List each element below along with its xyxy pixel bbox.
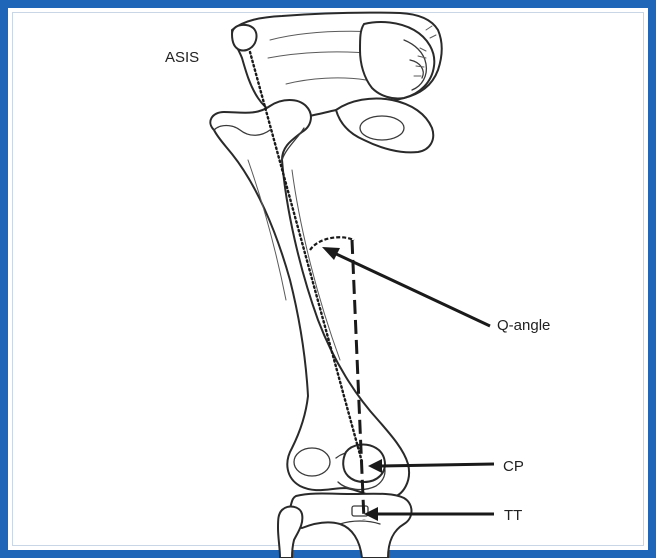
pubis <box>336 98 433 152</box>
asis-knob <box>232 25 257 51</box>
tibia <box>290 494 412 558</box>
q-angle-label: Q-angle <box>497 318 550 333</box>
q-angle-arrow <box>322 247 490 326</box>
femur <box>210 100 409 498</box>
femur-shaft <box>210 100 409 498</box>
lower-leg <box>278 494 412 558</box>
tt-label: TT <box>504 508 522 523</box>
cp-label: CP <box>503 459 524 474</box>
asis-label: ASIS <box>165 50 199 65</box>
fibula <box>278 507 302 558</box>
